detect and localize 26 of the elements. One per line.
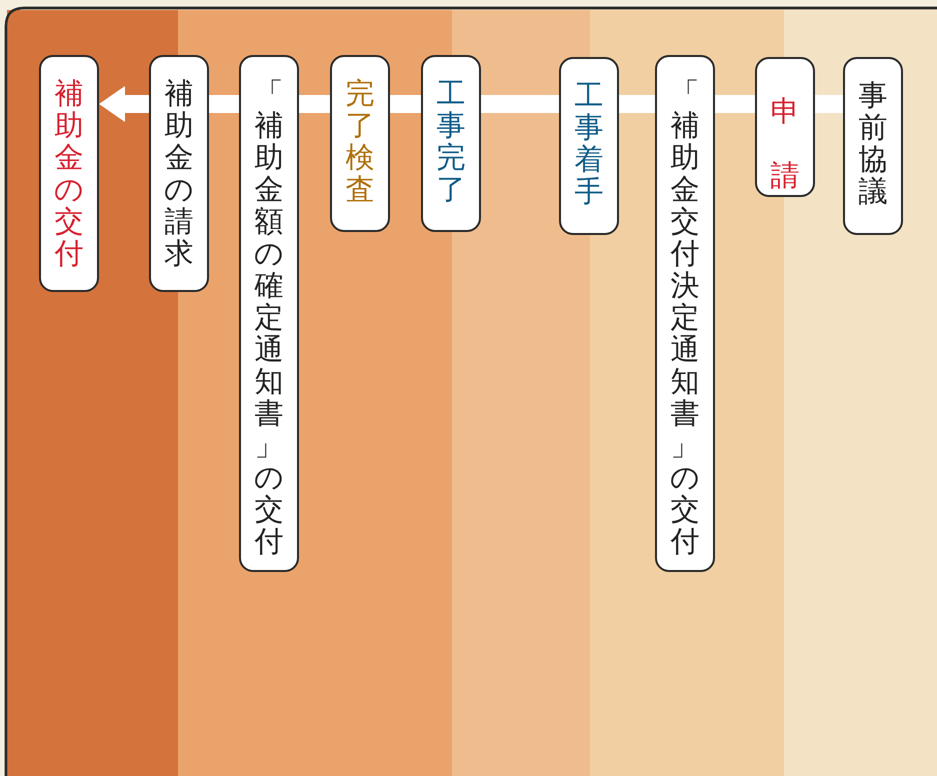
- step-box: [559, 57, 619, 235]
- step-box: [843, 57, 903, 235]
- step-box: [39, 55, 99, 292]
- connector-band: [715, 95, 755, 113]
- step-box: [421, 55, 481, 232]
- step-label: 事前協議: [858, 79, 888, 210]
- step-label: 補助金の請求: [164, 77, 194, 272]
- step-label: 「補助金額の確定通知書」の交付: [254, 77, 284, 560]
- connector-band: [299, 95, 330, 113]
- connector-band: [619, 95, 655, 113]
- step-label: 「補助金交付決定通知書」の交付: [670, 77, 700, 560]
- step-box: [149, 55, 209, 292]
- connector-band: [815, 95, 843, 113]
- step-label: 補助金の交付: [54, 77, 84, 272]
- step-label: 工事完了: [436, 77, 466, 208]
- step-box: [239, 55, 299, 572]
- step-box: [755, 57, 815, 197]
- step-label: 申請: [770, 93, 800, 194]
- connector-band: [209, 95, 239, 113]
- step-label: 完了検査: [345, 77, 375, 208]
- connector-band: [390, 95, 421, 113]
- connector-band: [481, 95, 559, 113]
- step-label: 工事着手: [574, 79, 604, 210]
- arrow: [99, 86, 149, 122]
- step-box: [330, 55, 390, 232]
- step-box: [655, 55, 715, 572]
